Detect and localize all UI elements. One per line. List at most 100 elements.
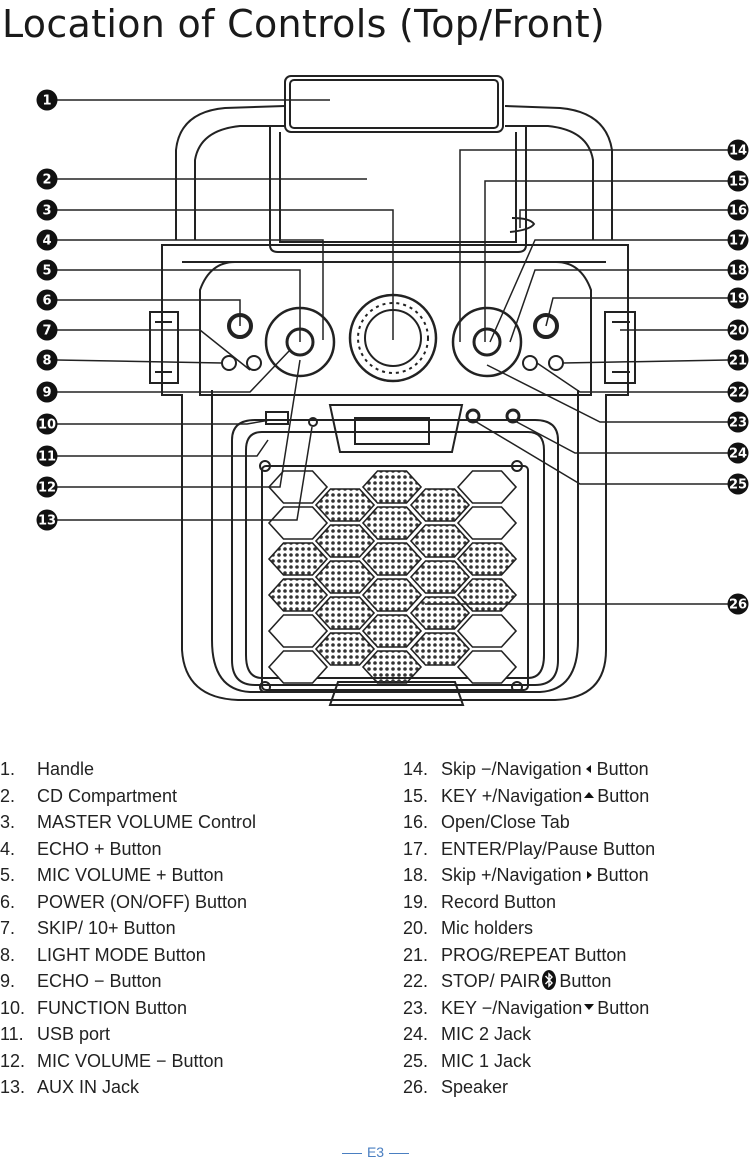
legend-item: 9.ECHO − Button: [0, 968, 256, 995]
leader-line: [536, 362, 728, 393]
legend-item: 12.MIC VOLUME − Button: [0, 1048, 256, 1075]
grille-hexagon: [456, 614, 518, 648]
grille-hexagon: [314, 596, 376, 630]
legend-number: 10.: [0, 997, 26, 1018]
bluetooth-icon: [542, 970, 557, 991]
grille-hexagon: [361, 650, 423, 684]
legend-label-suffix: Button: [597, 785, 650, 806]
callout-number: 24: [729, 447, 747, 462]
callout-circle: [36, 319, 58, 341]
grille-hexagon: [267, 542, 329, 576]
legend-label: KEY +/Navigation: [441, 785, 583, 806]
legend-label: Mic holders: [441, 918, 534, 938]
grille-hexagon: [456, 578, 518, 612]
grille-hexagon: [267, 506, 329, 540]
legend-label: Skip −/Navigation: [441, 759, 582, 779]
callout-number: 14: [729, 144, 747, 159]
legend-label: Record Button: [441, 891, 557, 912]
callout-number: 19: [729, 292, 747, 307]
legend-number: 8.: [0, 944, 16, 965]
callout-circle: [727, 170, 749, 192]
legend-label: ECHO + Button: [37, 838, 162, 859]
mic-holders-drawing: [149, 311, 636, 384]
triangle-down-icon: [584, 1004, 595, 1011]
callout-circle: [36, 289, 58, 311]
device-drawing: [149, 75, 636, 706]
grille-hexagon: [314, 488, 376, 522]
legend-label-suffix: Button: [559, 971, 612, 991]
legend-item: 25.MIC 1 Jack: [403, 1048, 655, 1075]
legend-label: FUNCTION Button: [37, 997, 188, 1018]
callout-circle: [727, 381, 749, 403]
leader-line: [489, 239, 728, 343]
legend-number: 13.: [0, 1077, 26, 1097]
legend-item: 8.LIGHT MODE Button: [0, 942, 256, 969]
grille-hexagon: [361, 578, 423, 612]
grille-hexagon: [361, 470, 423, 504]
callout-circle: [36, 445, 58, 467]
callout-number: 15: [729, 175, 747, 190]
body-drawing: [161, 244, 629, 706]
leader-line: [459, 149, 728, 342]
legend-number: 26.: [403, 1077, 429, 1097]
triangle-right-icon: [586, 870, 592, 879]
callout-number: 25: [729, 478, 747, 493]
legend-number: 20.: [403, 918, 429, 938]
legend-label: Handle: [37, 759, 95, 779]
leader-line: [57, 299, 241, 326]
callout-number: 12: [38, 481, 56, 496]
legend-item: 7.SKIP/ 10+ Button: [0, 915, 256, 942]
legend-label: STOP/ PAIR: [441, 971, 541, 991]
legend-number: 23.: [403, 997, 429, 1018]
legend-label: MIC 2 Jack: [441, 1024, 532, 1044]
callout-circle: [36, 413, 58, 435]
callout-circle: [727, 287, 749, 309]
grille-hexagon: [314, 560, 376, 594]
grille-hexagon: [409, 488, 471, 522]
callout-circle: [727, 319, 749, 341]
triangle-up-icon: [584, 792, 595, 799]
leader-line: [57, 439, 269, 457]
callout-number: 8: [42, 354, 51, 369]
legend-item: 11.USB port: [0, 1021, 256, 1048]
cd-compartment-drawing: [269, 125, 536, 253]
legend-number: 18.: [403, 865, 429, 885]
legend-number: 22.: [403, 971, 429, 991]
callout-circle: [727, 229, 749, 251]
leader-line: [57, 329, 251, 371]
grille-hexagon: [456, 506, 518, 540]
callout-circle: [36, 259, 58, 281]
legend-item: 13.AUX IN Jack: [0, 1074, 256, 1101]
legend-number: 6.: [0, 891, 16, 912]
leader-line: [545, 297, 728, 327]
callout-circle: [727, 259, 749, 281]
callout-number: 23: [729, 416, 747, 431]
device-diagram: 1234567891011121314151617181920212223242…: [36, 75, 749, 706]
callout-number: 3: [42, 204, 51, 219]
callout-number: 17: [729, 234, 747, 249]
legend-item: 19. Record Button: [403, 889, 655, 916]
grille-hexagon: [314, 632, 376, 666]
legend-label: MIC 1 Jack: [441, 1050, 532, 1071]
legend-number: 19.: [403, 891, 429, 912]
leader-line: [57, 239, 324, 340]
callout-circle: [36, 199, 58, 221]
leader-line: [57, 349, 291, 393]
callout-circle: [727, 411, 749, 433]
grille-hexagon: [361, 542, 423, 576]
legend-number: 9.: [0, 971, 16, 991]
footer-dash: [341, 1152, 362, 1154]
callouts: 1234567891011121314151617181920212223242…: [36, 89, 749, 615]
callout-circle: [727, 593, 749, 615]
grille-hexagon: [456, 650, 518, 684]
grille-hexagon: [361, 614, 423, 648]
legend-label: SKIP/ 10+ Button: [37, 918, 176, 938]
legend-item: 4.ECHO + Button: [0, 836, 256, 863]
legend-label: Speaker: [441, 1077, 509, 1097]
grille-hexagon: [267, 470, 329, 504]
legend-label-suffix: Button: [596, 759, 649, 779]
legend-label: Skip +/Navigation: [441, 865, 582, 885]
